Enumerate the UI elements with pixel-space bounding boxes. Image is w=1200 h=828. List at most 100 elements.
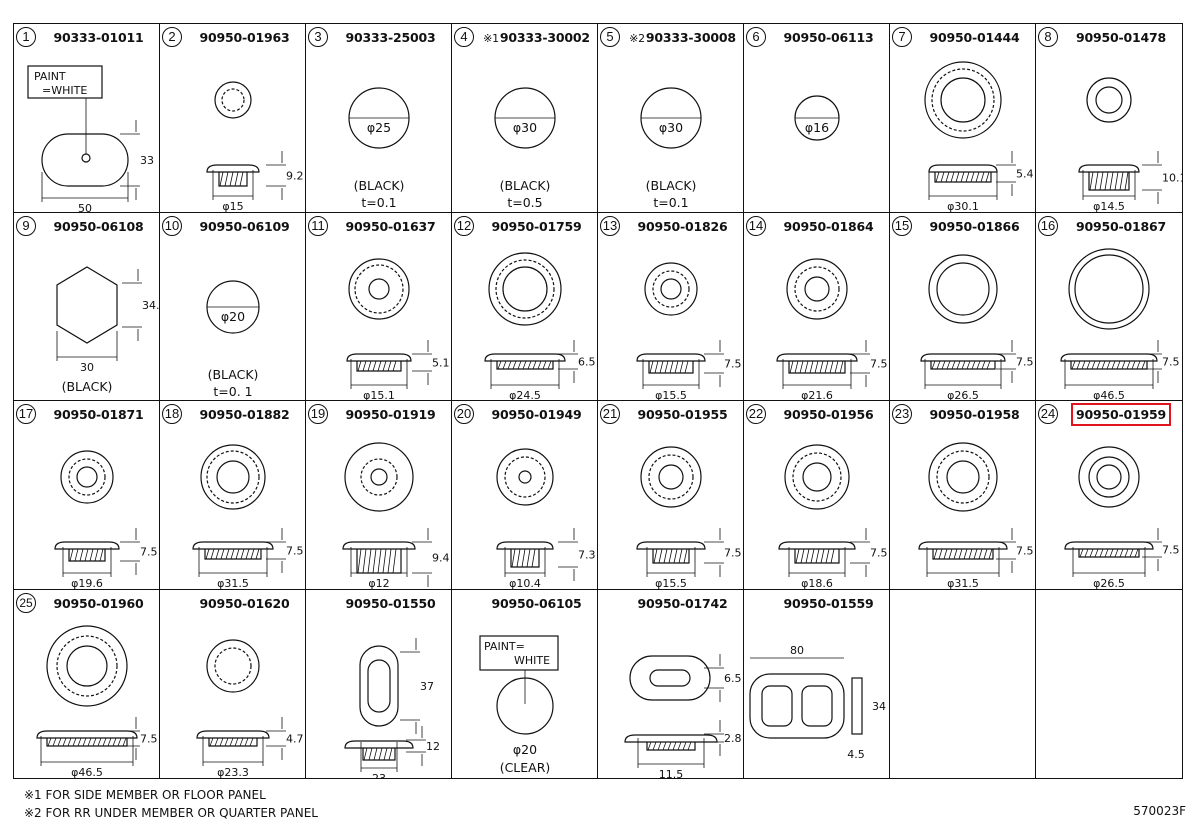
diameter-dimension: φ18.6 xyxy=(801,577,833,589)
paint-label: PAINT= xyxy=(484,640,525,653)
hatch-line xyxy=(214,737,219,746)
grommet-ring xyxy=(660,277,682,300)
hatch-line xyxy=(82,737,87,746)
footnotes: ※1 FOR SIDE MEMBER OR FLOOR PANEL ※2 FOR… xyxy=(24,786,318,822)
diameter-label: φ20 xyxy=(221,309,245,324)
diameter-dimension: φ31.5 xyxy=(217,577,249,589)
hatch-line xyxy=(102,737,107,746)
height-dimension: 34.6 xyxy=(142,299,160,312)
double-slot-grommet-outer xyxy=(749,672,845,739)
hatch-line xyxy=(245,548,250,560)
footnote-marker: ※1 xyxy=(483,32,499,45)
hatch-line xyxy=(526,548,531,568)
item-number-badge: 11 xyxy=(308,215,328,236)
body-profile xyxy=(208,737,258,747)
diameter-dimension: φ19.6 xyxy=(71,577,103,589)
item-number-badge: 25 xyxy=(16,592,36,613)
thickness-note: t=0.5 xyxy=(507,195,542,210)
hatch-line xyxy=(673,548,678,564)
hatch-line xyxy=(955,171,960,183)
height-dimension: 7.3 xyxy=(578,549,596,562)
part-number-text: 90950-01742 xyxy=(637,595,728,611)
height-dimension: 7.5 xyxy=(1162,544,1180,557)
grommet-ring xyxy=(221,88,245,112)
hatch-line xyxy=(819,360,824,373)
hatch-line xyxy=(84,548,89,562)
width-dimension: 80 xyxy=(790,644,804,657)
grommet-ring xyxy=(928,253,998,324)
part-number-text: 90950-06105 xyxy=(491,595,582,611)
hatch-line xyxy=(973,548,978,560)
hatch-line xyxy=(1131,360,1136,369)
hatch-line xyxy=(52,737,57,746)
body-profile xyxy=(934,172,992,183)
hatch-line xyxy=(527,360,532,369)
part-number-text: 90950-01955 xyxy=(637,407,728,422)
hatch-line xyxy=(976,360,981,369)
grommet-ring xyxy=(802,462,832,492)
flange-profile xyxy=(344,739,414,749)
part-number: 90950-06108 xyxy=(40,219,157,234)
hatch-line xyxy=(945,171,950,183)
hatch-line xyxy=(1141,360,1146,369)
part-number: 90950-06105 xyxy=(478,596,595,611)
hexagon-plug-outline xyxy=(56,265,118,344)
grommet-ring xyxy=(368,277,390,300)
hatch-line xyxy=(249,737,254,746)
grommet-ring xyxy=(924,61,1002,139)
hatch-line xyxy=(829,360,834,373)
height-dimension: 5.1 xyxy=(432,356,450,369)
flange-profile xyxy=(342,541,416,550)
hatch-line xyxy=(229,171,234,187)
hatch-line xyxy=(219,171,224,187)
flange-profile xyxy=(196,729,270,739)
hatch-line xyxy=(392,360,397,371)
item-number-badge: 2 xyxy=(162,27,182,47)
hatch-line xyxy=(687,741,692,750)
part-number-text: 90950-01826 xyxy=(637,218,728,234)
part-number: 90950-01871 xyxy=(40,407,157,422)
grommet-ring xyxy=(46,624,128,707)
slot-right xyxy=(801,684,833,727)
part-number: 90333-25003 xyxy=(332,30,449,45)
hatch-line xyxy=(805,548,810,564)
hatch-line xyxy=(372,548,377,574)
hatch-line xyxy=(547,360,552,369)
height-dimension: 12 xyxy=(426,740,440,753)
item-number-badge: 20 xyxy=(454,404,474,424)
hatch-line xyxy=(57,737,62,746)
hatch-line xyxy=(77,737,82,746)
paint-callout-box xyxy=(27,65,103,99)
hatch-line xyxy=(936,360,941,369)
grommet-ring xyxy=(488,251,562,326)
height-dimension: 5.4 xyxy=(1016,168,1034,181)
item-number-badge: 10 xyxy=(162,215,182,236)
hatch-line xyxy=(647,741,652,750)
grommet-ring xyxy=(804,275,830,302)
grommet-ring xyxy=(784,444,850,510)
hatch-line xyxy=(210,548,215,560)
part-number: 90950-01960 xyxy=(40,596,157,611)
hatch-line xyxy=(667,741,672,750)
part-drawing: 34.630(BLACK) xyxy=(56,265,160,394)
hatch-line xyxy=(1094,548,1099,558)
part-number-text: 90333-01011 xyxy=(53,30,144,45)
item-number-badge: 8 xyxy=(1038,27,1058,47)
hatch-line xyxy=(122,737,127,746)
hatch-line xyxy=(824,360,829,373)
oval-grommet-outer xyxy=(629,654,711,701)
hatch-line xyxy=(980,171,985,183)
body-profile xyxy=(1078,549,1140,558)
